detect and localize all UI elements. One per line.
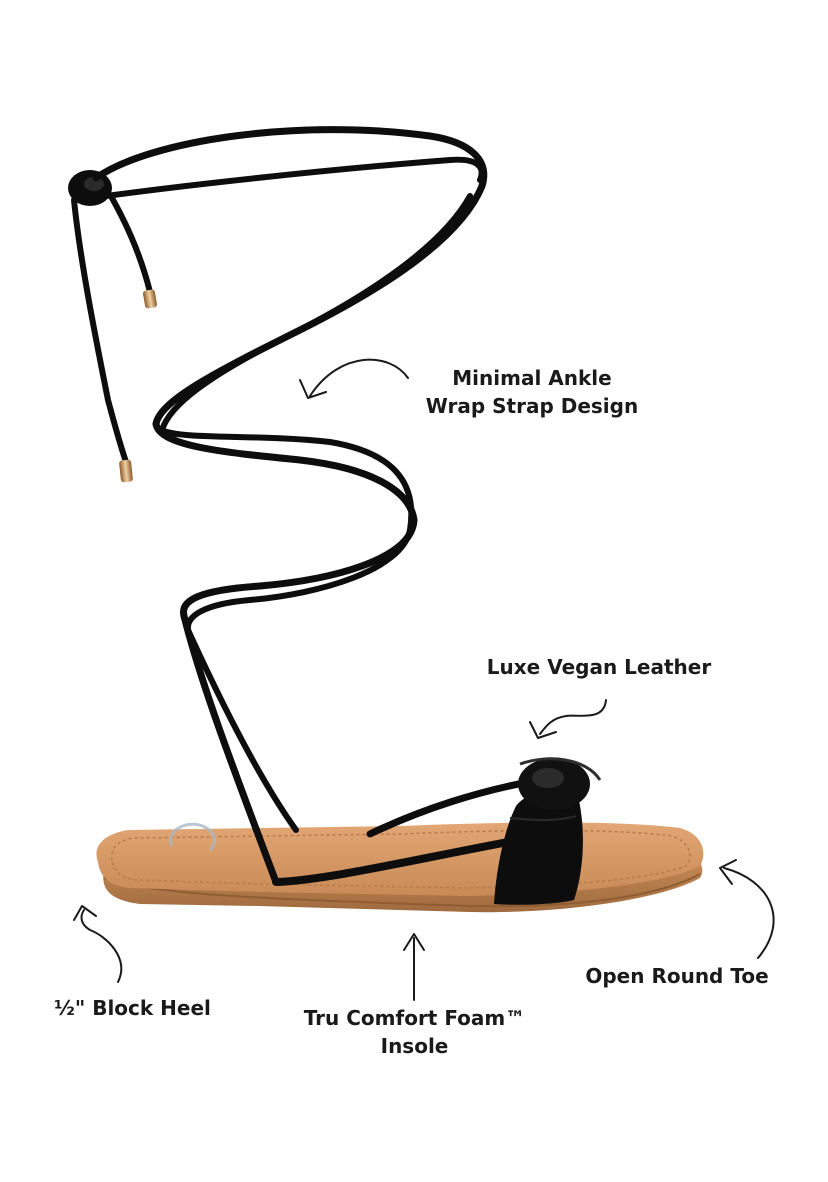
callout-toe-line1: Open Round Toe [585, 964, 769, 988]
callout-heel-line1: ½" Block Heel [54, 996, 211, 1020]
callout-insole: Tru Comfort Foam™ Insole [292, 1004, 537, 1060]
callout-leather-line1: Luxe Vegan Leather [486, 655, 712, 679]
callout-insole-line2: Insole [380, 1034, 449, 1058]
callout-insole-line1: Tru Comfort Foam™ [303, 1006, 526, 1030]
callout-arrows [73, 358, 775, 1001]
strap-aglets [119, 289, 157, 483]
callout-ankle-line1: Minimal Ankle [452, 366, 612, 390]
arrow-leather-icon [529, 699, 607, 739]
arrow-toe-icon [719, 859, 775, 959]
callout-ankle-wrap: Minimal Ankle Wrap Strap Design [412, 364, 652, 420]
callout-open-toe: Open Round Toe [560, 962, 794, 990]
callout-ankle-line2: Wrap Strap Design [425, 394, 639, 418]
arrow-heel-icon [73, 905, 123, 983]
arrow-insole-icon [403, 933, 425, 1001]
callout-vegan-leather: Luxe Vegan Leather [474, 653, 724, 681]
arrow-ankle-icon [299, 358, 409, 399]
toe-knot-strap [494, 757, 602, 905]
ankle-wrap-strap [68, 126, 544, 886]
callout-block-heel: ½" Block Heel [40, 994, 225, 1022]
